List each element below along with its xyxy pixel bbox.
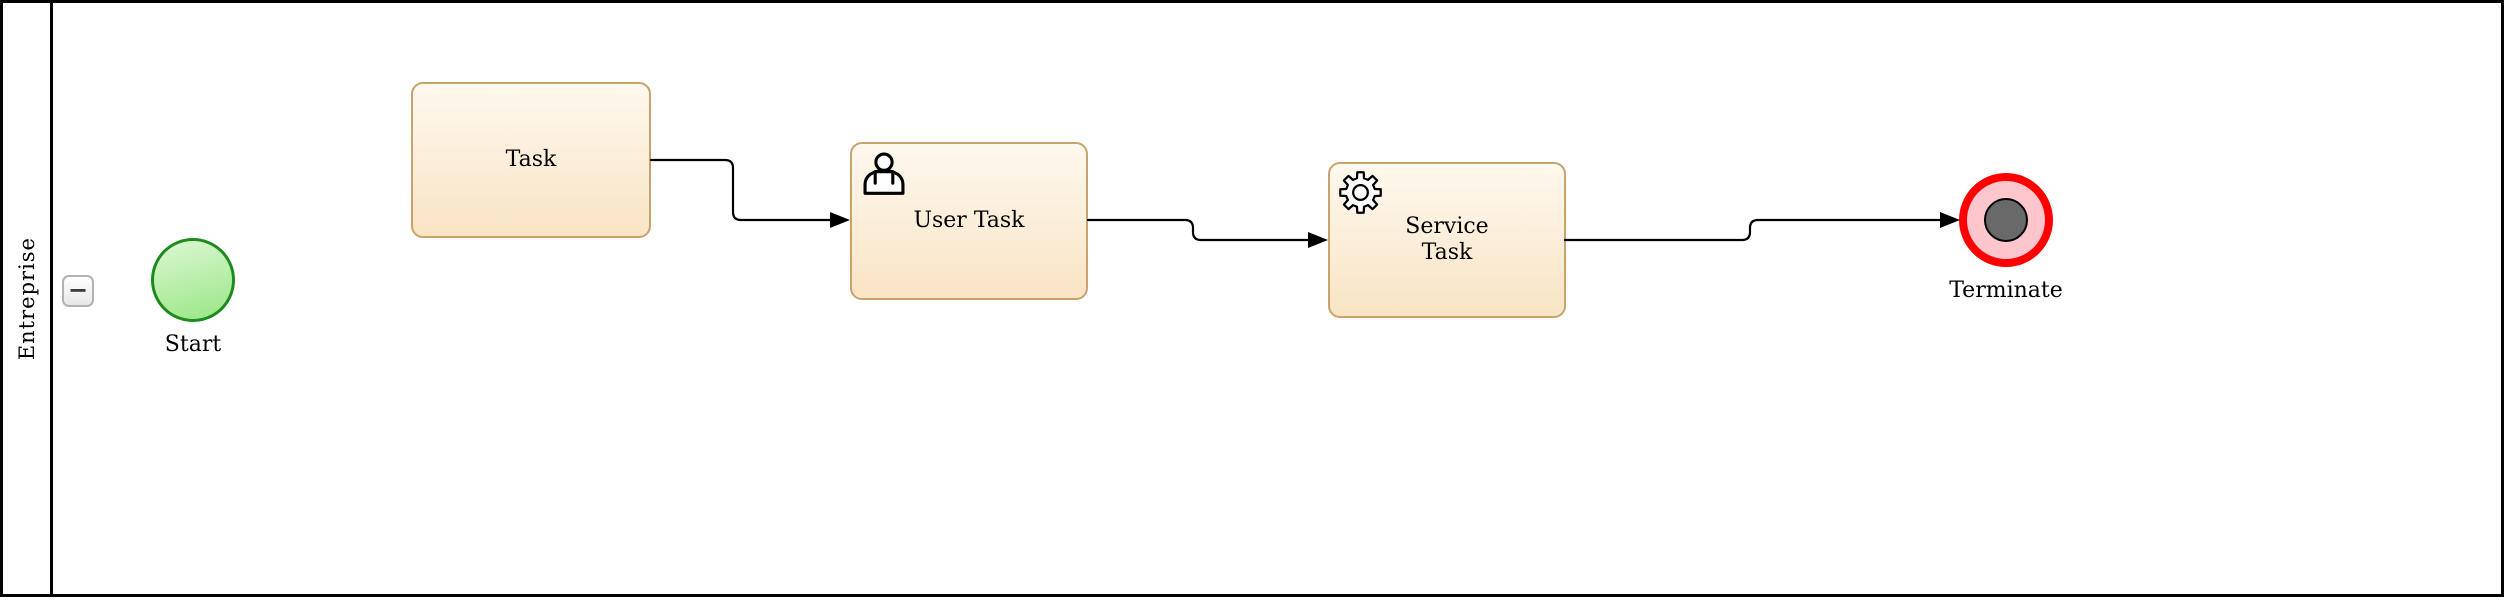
service-task-label: Service Task: [1405, 213, 1489, 265]
user-task-node[interactable]: User Task: [850, 142, 1088, 300]
service-task-node[interactable]: Service Task: [1328, 162, 1566, 318]
gear-icon: [1339, 171, 1382, 214]
collapse-pool-button[interactable]: −: [62, 275, 94, 307]
start-event-circle[interactable]: [151, 238, 235, 322]
user-icon: [863, 152, 905, 195]
minus-icon: −: [67, 275, 89, 304]
user-task-label: User Task: [913, 207, 1025, 233]
terminate-core-icon: [1984, 198, 2028, 242]
task-label: Task: [505, 146, 557, 172]
start-event-label: Start: [164, 332, 222, 357]
pool-label-bar: Entreprise: [3, 3, 53, 594]
terminate-event-label: Terminate: [1949, 278, 2063, 303]
task-node[interactable]: Task: [411, 82, 651, 238]
terminate-end-event-circle[interactable]: [1959, 173, 2053, 267]
pool-title: Entreprise: [14, 236, 39, 361]
